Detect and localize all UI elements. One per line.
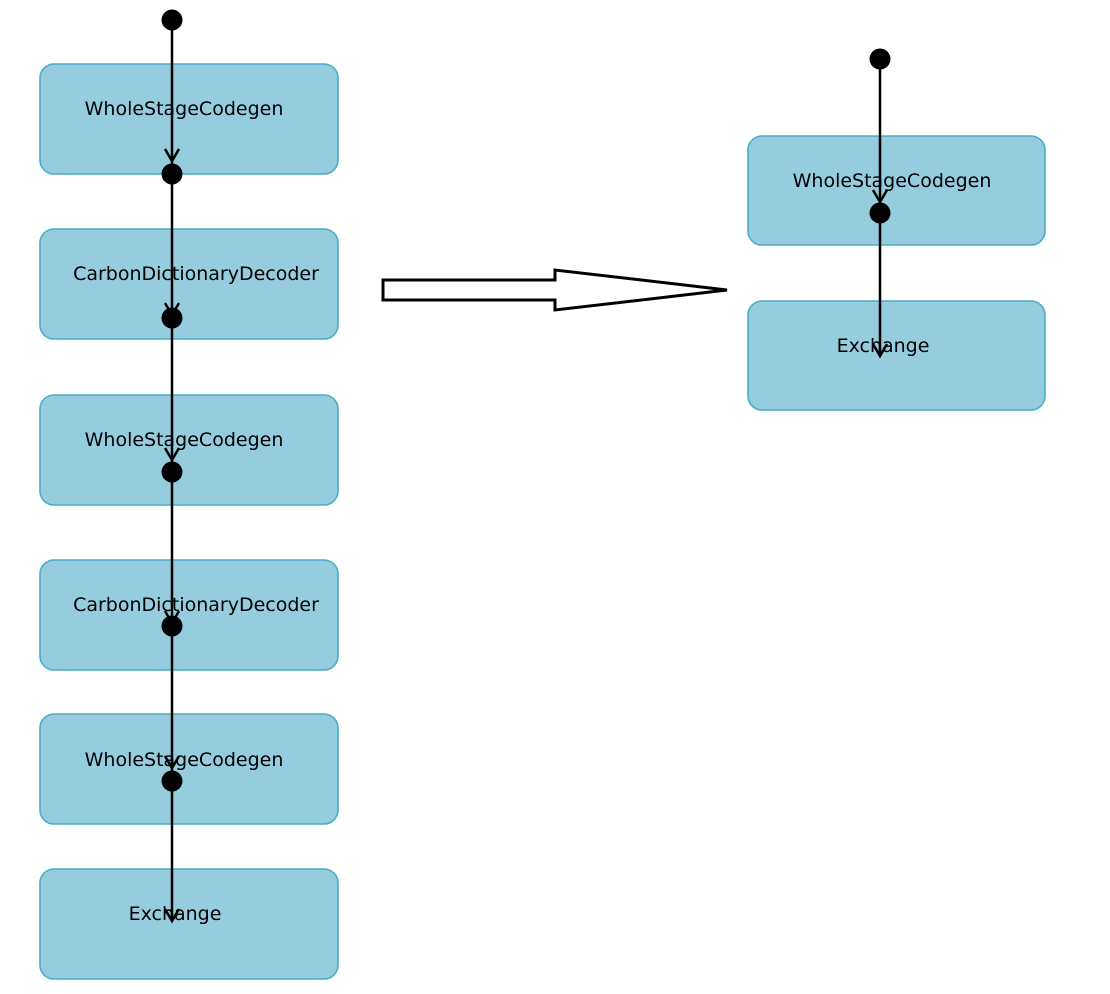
before-plan: WholeStageCodegen CarbonDictionaryDecode… (39, 63, 339, 980)
before-flow-dots (161, 9, 183, 792)
arrowhead-5 (163, 755, 181, 771)
before-node-wholestagecodegen-1: WholeStageCodegen (39, 63, 339, 175)
arrowhead-6 (163, 908, 181, 924)
node-label: WholeStageCodegen (85, 749, 284, 771)
node-box (39, 713, 339, 825)
node-label: WholeStageCodegen (793, 170, 992, 192)
junction-dot (161, 461, 183, 483)
arrowhead-1 (163, 148, 181, 164)
node-label: CarbonDictionaryDecoder (73, 594, 319, 616)
node-box (39, 63, 339, 175)
node-box (39, 559, 339, 671)
arrowhead-3 (163, 447, 181, 463)
junction-dot (869, 202, 891, 224)
after-node-exchange: Exchange (747, 300, 1046, 411)
before-node-wholestagecodegen-3: WholeStageCodegen (39, 713, 339, 825)
arrowhead-1 (871, 189, 889, 205)
start-dot (869, 48, 891, 70)
node-box (39, 228, 339, 340)
junction-dot (161, 615, 183, 637)
before-node-exchange: Exchange (39, 868, 339, 980)
before-node-carbondictionarydecoder-2: CarbonDictionaryDecoder (39, 559, 339, 671)
after-flow-dots (869, 48, 891, 224)
node-box (747, 300, 1046, 411)
start-dot (161, 9, 183, 31)
transform-arrow (381, 268, 728, 312)
after-node-wholestagecodegen: WholeStageCodegen (747, 135, 1046, 246)
node-label: Exchange (837, 335, 930, 357)
node-label: WholeStageCodegen (85, 429, 284, 451)
node-box (39, 868, 339, 980)
junction-dot (161, 163, 183, 185)
node-box (747, 135, 1046, 246)
junction-dot (161, 307, 183, 329)
junction-dot (161, 770, 183, 792)
before-node-carbondictionarydecoder-1: CarbonDictionaryDecoder (39, 228, 339, 340)
after-plan: WholeStageCodegen Exchange (747, 135, 1046, 411)
node-box (39, 394, 339, 506)
arrowhead-2 (871, 343, 889, 359)
before-node-wholestagecodegen-2: WholeStageCodegen (39, 394, 339, 506)
node-label: CarbonDictionaryDecoder (73, 263, 319, 285)
node-label: WholeStageCodegen (85, 98, 284, 120)
